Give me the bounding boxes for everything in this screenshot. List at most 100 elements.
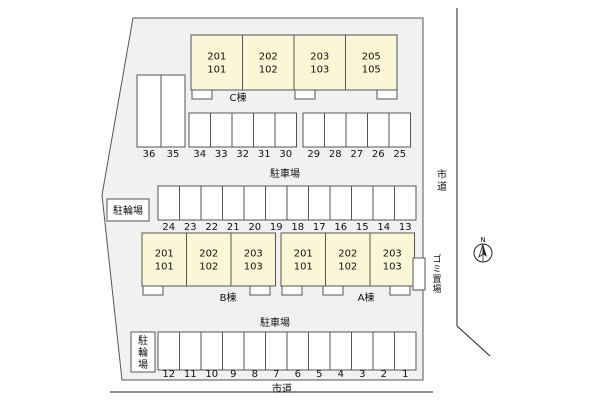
unit-101 <box>190 34 243 91</box>
parking-number-15: 15 <box>356 222 369 233</box>
unit-upper-number: 201 <box>155 249 174 260</box>
parking-number-2: 2 <box>381 369 387 380</box>
unit-upper-number: 203 <box>244 249 263 260</box>
garbage-area <box>412 257 426 291</box>
bike-parking-bottom-char: 輪 <box>138 346 148 359</box>
entrance-step <box>142 285 164 296</box>
parking-space-15 <box>351 185 374 221</box>
parking-number-13: 13 <box>399 222 412 233</box>
parking-number-31: 31 <box>258 149 271 160</box>
parking-space-12 <box>157 331 180 371</box>
parking-space-19 <box>265 185 288 221</box>
parking-number-23: 23 <box>184 222 197 233</box>
parking-number-30: 30 <box>279 149 292 160</box>
unit-upper-number: 203 <box>383 249 402 260</box>
parking-number-26: 26 <box>372 149 385 160</box>
parking-number-1: 1 <box>402 369 408 380</box>
entrance-step <box>281 285 303 296</box>
parking-space-33 <box>210 112 233 148</box>
unit-upper-number: 203 <box>310 52 329 63</box>
building-name-label: C棟 <box>230 91 247 104</box>
entrance-step <box>322 285 344 296</box>
parking-space-17 <box>308 185 331 221</box>
parking-number-36: 36 <box>143 149 156 160</box>
parking-number-11: 11 <box>184 369 197 380</box>
entrance-step <box>389 285 411 296</box>
parking-space-16 <box>329 185 352 221</box>
parking-space-30 <box>274 112 297 148</box>
unit-upper-number: 205 <box>362 52 381 63</box>
parking-number-34: 34 <box>193 149 206 160</box>
parking-space-24 <box>157 185 180 221</box>
unit-102 <box>186 232 232 287</box>
parking-space-6 <box>286 331 309 371</box>
unit-upper-number: 201 <box>294 249 313 260</box>
unit-upper-number: 201 <box>207 52 226 63</box>
parking-space-9 <box>222 331 245 371</box>
parking-space-23 <box>179 185 202 221</box>
parking-label-top: 駐車場 <box>270 167 300 180</box>
parking-space-5 <box>308 331 331 371</box>
parking-number-6: 6 <box>295 369 301 380</box>
parking-space-10 <box>200 331 223 371</box>
bike-parking-bottom <box>130 331 156 373</box>
building-name-label: A棟 <box>358 291 375 304</box>
unit-105 <box>345 34 398 91</box>
parking-label-bottom: 駐車場 <box>260 316 290 329</box>
parking-space-29 <box>302 112 325 148</box>
road-south-label: 市道 <box>272 382 292 395</box>
bike-parking-top <box>106 198 150 222</box>
parking-number-32: 32 <box>236 149 249 160</box>
parking-number-17: 17 <box>313 222 326 233</box>
parking-space-18 <box>286 185 309 221</box>
garbage-char: ミ <box>432 265 441 275</box>
parking-number-4: 4 <box>338 369 344 380</box>
garbage-char: ゴ <box>432 253 441 265</box>
entrance-step <box>294 89 316 100</box>
unit-103 <box>369 232 415 287</box>
parking-space-25 <box>388 112 411 148</box>
unit-lower-number: 103 <box>310 65 329 76</box>
parking-space-20 <box>243 185 266 221</box>
parking-space-14 <box>372 185 395 221</box>
parking-number-18: 18 <box>291 222 304 233</box>
parking-number-10: 10 <box>205 369 218 380</box>
unit-lower-number: 102 <box>199 262 218 273</box>
parking-number-22: 22 <box>205 222 218 233</box>
parking-number-25: 25 <box>393 149 406 160</box>
bike-parking-bottom-label: 駐輪場 <box>138 334 148 371</box>
parking-space-31 <box>253 112 276 148</box>
parking-space-34 <box>188 112 211 148</box>
parking-number-9: 9 <box>230 369 236 380</box>
parking-space-3 <box>351 331 374 371</box>
parking-space-22 <box>200 185 223 221</box>
parking-space-13 <box>394 185 417 221</box>
parking-space-2 <box>372 331 395 371</box>
parking-space-35 <box>160 74 186 148</box>
parking-space-1 <box>394 331 417 371</box>
road-line-diagonal <box>456 325 491 357</box>
entrance-step <box>249 285 271 296</box>
unit-lower-number: 101 <box>294 262 313 273</box>
unit-lower-number: 101 <box>155 262 174 273</box>
parking-number-8: 8 <box>252 369 258 380</box>
unit-lower-number: 103 <box>244 262 263 273</box>
parking-number-20: 20 <box>248 222 261 233</box>
road-east-char: 道 <box>437 180 447 193</box>
bike-parking-bottom-char: 駐 <box>138 334 148 347</box>
road-east-char: 市 <box>437 168 447 181</box>
parking-space-7 <box>265 331 288 371</box>
parking-number-28: 28 <box>329 149 342 160</box>
unit-101 <box>280 232 326 287</box>
parking-space-4 <box>329 331 352 371</box>
parking-number-29: 29 <box>307 149 320 160</box>
unit-lower-number: 101 <box>207 65 226 76</box>
